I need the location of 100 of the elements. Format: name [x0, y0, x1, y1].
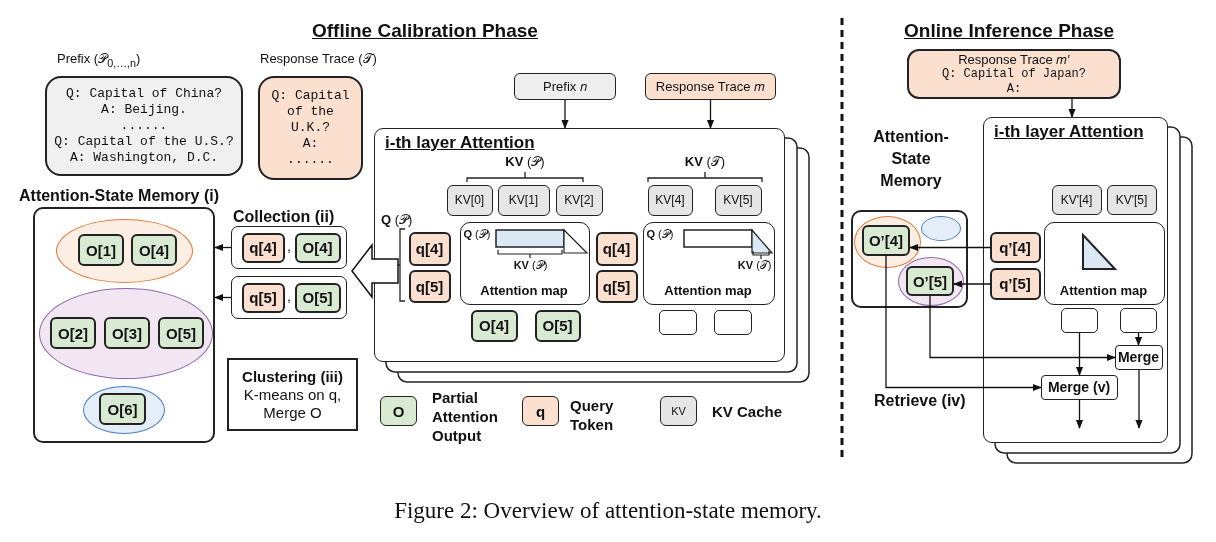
kv-cache-chip: KV[5]	[714, 184, 762, 216]
kv-cache-chip: KV[1]	[497, 184, 550, 216]
heading-text: Prefix (𝒫$_{0,…,n}$)	[57, 51, 142, 69]
attention-output-chip: O[4]	[131, 234, 177, 266]
cluster-ellipse	[920, 215, 961, 241]
empty-output-box	[658, 309, 697, 335]
attention-output-chip: O[5]	[294, 282, 341, 313]
cluster-ellipse	[853, 215, 921, 268]
merge-box: Merge (v)	[1040, 374, 1118, 400]
attention-output-chip: O[4]	[294, 232, 341, 263]
arrow	[214, 293, 232, 302]
axis-label: Q (𝒫)	[646, 227, 675, 241]
empty-output-box	[1119, 307, 1157, 333]
empty-output-box	[713, 309, 752, 335]
kv-cache-chip: KV[0]	[446, 184, 493, 216]
prompt-line: ......	[120, 118, 168, 134]
arrow	[1134, 332, 1143, 346]
arrow	[214, 243, 232, 252]
legend-text: KV Cache	[712, 402, 784, 421]
panel-heading: Attention-State Memory (i)	[19, 186, 220, 206]
legend-symbol: O	[391, 401, 406, 422]
section-heading: Clustering (iii)	[242, 367, 343, 386]
body-text: K-means on q, Merge O	[242, 385, 343, 422]
query-token-chip: q[5]	[408, 269, 451, 303]
legend-symbol: KV	[670, 404, 687, 419]
heading-text: Response Trace (𝒯)	[260, 51, 378, 67]
arrow	[1075, 399, 1084, 429]
collection-pair-box	[231, 276, 347, 319]
prompt-line: A: Washington, D.C.	[69, 150, 219, 166]
prompt-line: ......	[287, 152, 334, 168]
attention-map-box	[459, 221, 590, 305]
axis-label: Q (𝒫)	[463, 227, 492, 241]
prompt-line: Q: Capital of Japan?	[942, 66, 1086, 82]
layer-attention-card	[983, 117, 1168, 443]
arrow	[1075, 332, 1084, 376]
comma-separator: ,	[287, 238, 292, 254]
arrow	[909, 243, 991, 252]
kv-cache-chip: KV'[5]	[1106, 184, 1157, 215]
step-label: Retrieve (iv)	[874, 391, 967, 411]
prompt-line: Q: Capital of the U.K.?	[270, 88, 351, 136]
query-token-chip: q[4]	[408, 231, 451, 266]
prompt-line: A:	[302, 136, 319, 152]
query-token-chip: q[5]	[595, 269, 638, 303]
attention-output-chip: O[4]	[470, 309, 518, 342]
legend-text: Query Token	[570, 396, 615, 434]
attention-output-chip: O’[5]	[906, 266, 954, 296]
phase-title: Online Inference Phase	[904, 20, 1116, 42]
block-arrow	[351, 242, 399, 300]
map-caption: Attention map	[663, 282, 753, 298]
axis-label: KV (𝒫)	[512, 258, 549, 272]
arrow	[885, 255, 1042, 392]
phase-title: Offline Calibration Phase	[312, 20, 539, 42]
legend-text: Partial Attention Output	[432, 388, 499, 445]
attention-output-chip: O[5]	[158, 317, 204, 349]
card-heading: i-th layer Attention	[385, 133, 536, 153]
input-box: Prefix 𝑛	[514, 73, 616, 100]
kv-cache-chip: KV'[4]	[1051, 184, 1102, 215]
layer-attention-card	[374, 128, 785, 362]
prompt-line: A:	[1006, 81, 1022, 97]
attention-output-chip: O[2]	[50, 317, 96, 349]
prompt-line: A: Beijing.	[101, 102, 187, 118]
query-token-chip: q[5]	[241, 282, 285, 313]
bracket-label: Q (𝒫)	[381, 212, 414, 228]
panel-heading: Attention-State Memory	[872, 127, 950, 191]
comma-separator: ,	[287, 288, 292, 304]
map-caption: Attention map	[479, 282, 569, 298]
attention-map-box	[1043, 221, 1165, 305]
attention-output-chip: O[6]	[99, 393, 146, 425]
map-caption: Attention map	[1058, 282, 1149, 298]
heading-text: Response Trace 𝑚′	[958, 51, 1070, 67]
cluster-ellipse	[897, 256, 964, 306]
query-token-chip: q’[4]	[989, 231, 1041, 263]
bracket-label: KV (𝒯)	[683, 154, 727, 170]
attention-output-chip: O[1]	[78, 234, 124, 266]
attention-output-chip: O[5]	[534, 309, 581, 342]
arrow	[929, 295, 1116, 362]
arrow	[953, 280, 991, 288]
axis-label: KV (𝒯)	[736, 258, 772, 272]
arrow	[706, 99, 715, 129]
attention-output-chip: O[3]	[104, 317, 150, 349]
query-token-chip: q’[5]	[989, 267, 1041, 300]
section-heading: Collection (ii)	[233, 207, 336, 227]
attention-output-chip: O’[4]	[862, 225, 910, 256]
prompt-box	[907, 49, 1121, 99]
merge-box: Merge	[1114, 344, 1163, 370]
card-heading: i-th layer Attention	[994, 122, 1145, 142]
attention-map-box	[642, 221, 775, 305]
arrow	[561, 99, 569, 129]
input-box: Response Trace 𝑚	[645, 73, 776, 100]
query-token-chip: q[4]	[241, 232, 285, 263]
legend-symbol: q	[534, 401, 547, 422]
bracket-label: KV (𝒫)	[504, 154, 546, 170]
prompt-line: Q: Capital of the U.S.?	[54, 134, 234, 150]
figure-caption: Figure 2: Overview of attention-state memory.	[393, 498, 823, 524]
kv-cache-chip: KV[2]	[555, 184, 603, 216]
kv-cache-chip: KV[4]	[647, 184, 693, 216]
query-token-chip: q[4]	[595, 231, 638, 266]
empty-output-box	[1060, 307, 1098, 333]
clustering-box	[227, 358, 358, 431]
prompt-line: Q: Capital of China?	[66, 86, 222, 102]
